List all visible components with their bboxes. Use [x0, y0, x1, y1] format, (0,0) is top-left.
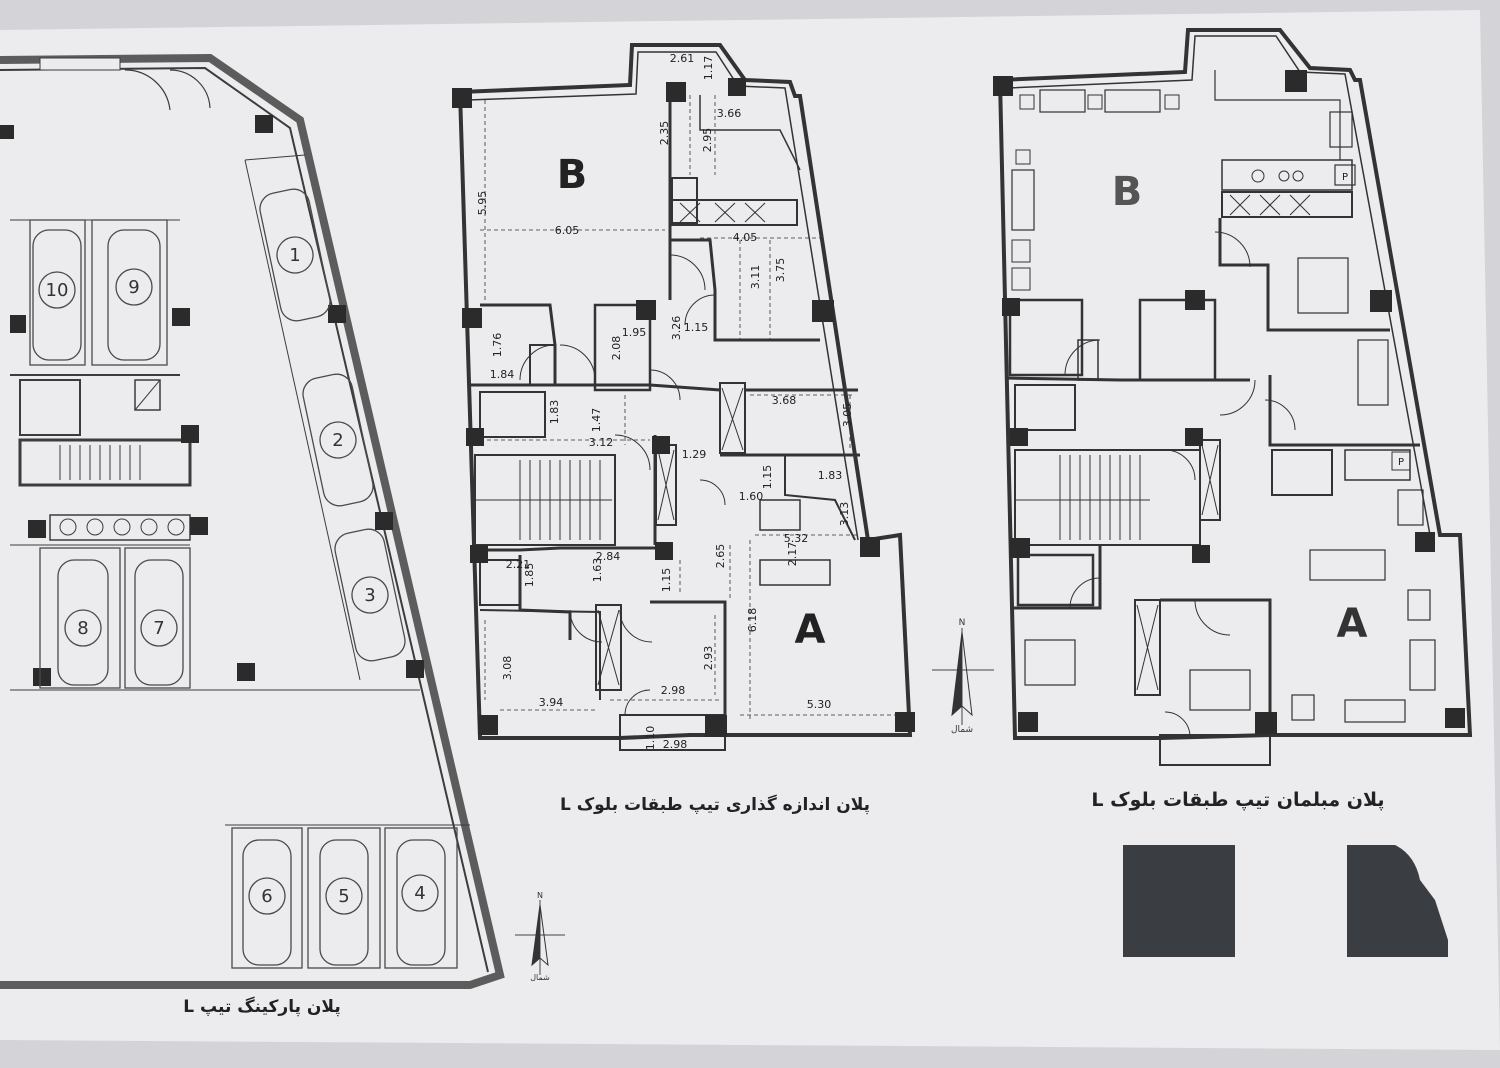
space-label-7: 7: [153, 618, 164, 639]
dim-label: 2.61: [670, 52, 695, 65]
dim-label: 2.98: [663, 738, 688, 751]
space-label-5: 5: [338, 886, 349, 907]
space-label-9: 9: [128, 277, 139, 298]
car-6: [242, 839, 292, 966]
space-label-6: 6: [261, 886, 272, 907]
dim-label: 1.84: [490, 368, 515, 381]
dimension-plan: [458, 43, 913, 751]
parking-space-numbers: 1 2 3 4 5 6 7 8 9 10: [46, 245, 426, 907]
furniture-plan-title: پلان مبلمان تیپ طبقات بلوک L: [1091, 789, 1384, 811]
dim-label: 5.32: [784, 532, 809, 545]
dim-label: 1.83: [818, 469, 843, 482]
car-9: [107, 229, 161, 361]
dim-label: 2.35: [658, 121, 671, 146]
dim-label: 3.11: [749, 265, 762, 290]
dim-label: 1.76: [491, 333, 504, 358]
car-2: [302, 373, 374, 507]
parking-space-outline: [29, 219, 86, 366]
space-label-1: 1: [289, 245, 300, 266]
dim-label: 4.05: [733, 231, 758, 244]
dim-label: 3.08: [501, 656, 514, 681]
dim-label: 2.17: [786, 542, 799, 567]
unit-b-label-furniture: B: [1112, 169, 1143, 215]
dim-label: 5.30: [807, 698, 832, 711]
parking-cars: [29, 188, 458, 969]
dim-label: 6.05: [555, 224, 580, 237]
furniture-plan: P P: [998, 28, 1473, 766]
unit-a-label-furniture: A: [1337, 601, 1368, 647]
dim-label: 3.66: [717, 107, 742, 120]
dim-label: 1.63: [591, 558, 604, 583]
dim-label: 3.94: [539, 696, 564, 709]
dim-label: 3.12: [589, 436, 614, 449]
dim-label: 1.10: [644, 726, 657, 751]
north-arrow-icon: N شمال: [515, 891, 565, 982]
north-letter: N: [537, 891, 543, 900]
dim-label: 5.95: [476, 191, 489, 216]
parking-tag: P: [1342, 172, 1348, 183]
dim-label: 2.21: [506, 558, 531, 571]
north-arrow-icon: N شمال: [932, 618, 994, 735]
dim-label: 1.15: [684, 321, 709, 334]
parking-plan: [0, 53, 505, 989]
car-7: [134, 559, 184, 686]
dim-label: 2.65: [714, 544, 727, 569]
material-swatch: [1347, 845, 1448, 957]
furniture-plan-columns: [993, 70, 1465, 734]
car-3: [334, 528, 406, 662]
dim-label: 2.95: [701, 128, 714, 153]
space-label-8: 8: [77, 618, 88, 639]
dim-label: 3.68: [772, 394, 797, 407]
car-1: [259, 188, 331, 322]
space-label-2: 2: [332, 430, 343, 451]
dim-label: 1.83: [548, 400, 561, 425]
dim-label: 1.60: [739, 490, 764, 503]
dimension-plan-columns: [452, 78, 915, 737]
dim-label: 1.29: [682, 448, 707, 461]
dim-label: 3.05: [841, 403, 854, 428]
dim-label: 2.84: [596, 550, 621, 563]
dimension-plan-title: پلان اندازه گذاری تیپ طبقات بلوک L: [560, 794, 870, 815]
dim-label: 3.26: [670, 316, 683, 341]
dim-label: 1.85: [523, 563, 536, 588]
car-4: [396, 839, 446, 966]
dim-label: 3.75: [774, 258, 787, 283]
space-label-3: 3: [364, 585, 375, 606]
dim-label: 1.15: [761, 465, 774, 490]
unit-b-label: B: [557, 152, 588, 198]
unit-a-label: A: [795, 607, 826, 653]
parking-tag: P: [1398, 457, 1404, 468]
north-label: شمال: [530, 973, 550, 982]
dimension-labels: 2.61 1.17 3.66 2.35 2.95 5.95 6.05 4.05 …: [476, 52, 854, 751]
dim-label: 1.17: [702, 56, 715, 81]
space-label-4: 4: [414, 883, 425, 904]
dim-label: 1.95: [622, 326, 647, 339]
dim-label: 3.13: [838, 502, 851, 527]
dim-label: 1.15: [660, 568, 673, 593]
parking-plan-title: پلان پارکینگ تیپ L: [183, 996, 340, 1017]
car-10: [32, 229, 82, 361]
car-8: [57, 559, 109, 686]
parking-columns: [0, 115, 424, 686]
dim-label: 2.93: [702, 646, 715, 671]
space-label-10: 10: [46, 280, 69, 301]
dim-label: 1.47: [590, 408, 603, 433]
dim-label: 2.08: [610, 336, 623, 361]
car-5: [319, 839, 369, 966]
north-label: شمال: [951, 725, 973, 735]
material-swatch: [1123, 845, 1235, 957]
dim-label: 2.98: [661, 684, 686, 697]
dim-label: 6.18: [746, 608, 759, 633]
north-letter: N: [959, 618, 966, 628]
